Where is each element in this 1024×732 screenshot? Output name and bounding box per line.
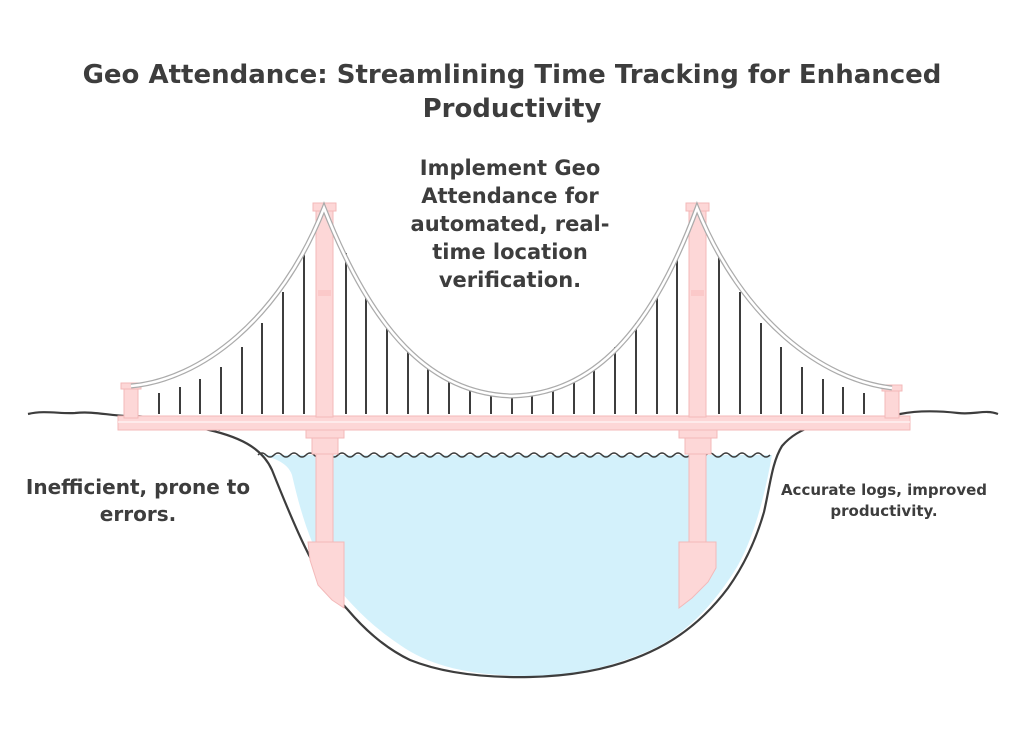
suspender-cables	[158, 252, 865, 414]
right-side-text: Accurate logs, improved productivity.	[780, 481, 988, 520]
left-side-text: Inefficient, prone to errors.	[25, 475, 251, 526]
diagram-title: Geo Attendance: Streamlining Time Tracki…	[82, 60, 942, 124]
bridge-deck	[117, 415, 911, 431]
left-tower	[305, 202, 345, 609]
water-surface	[257, 452, 771, 458]
main-cables	[130, 201, 893, 399]
right-tower	[678, 202, 718, 610]
water-basin	[258, 455, 772, 676]
basin-outline	[199, 421, 851, 679]
bridge-center-text: Implement Geo Attendance for automated, …	[410, 156, 610, 292]
